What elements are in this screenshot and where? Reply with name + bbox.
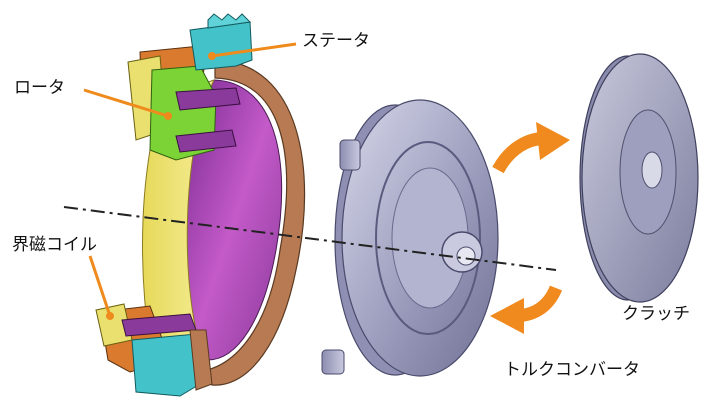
arrow-down-left-head	[490, 298, 524, 334]
stator-cyan-teeth	[207, 13, 252, 29]
purple-pole-2	[175, 129, 237, 153]
brown-block-bottom	[189, 329, 213, 391]
label-torque-converter: トルクコンバータ	[504, 360, 640, 380]
tc-hub-hole	[456, 246, 476, 266]
label-rotor: ロータ	[14, 78, 65, 98]
label-clutch: クラッチ	[622, 304, 690, 324]
tc-inner-ring	[375, 141, 481, 335]
leader-field-coil	[88, 255, 112, 317]
stator-cyan-bottom	[131, 333, 201, 397]
clutch	[579, 53, 699, 303]
leader-rotor-dot	[164, 112, 172, 120]
leader-stator	[211, 42, 297, 58]
purple-pole-1	[175, 87, 241, 111]
clutch-center	[641, 151, 663, 189]
ring-assembly	[95, 13, 306, 397]
tc-stud-bottom	[321, 349, 345, 375]
stator-cyan-top	[189, 21, 253, 71]
label-stator: ステータ	[302, 31, 370, 51]
leader-rotor	[83, 88, 169, 118]
leader-stator-dot	[208, 52, 216, 60]
arrow-up-right-head	[536, 122, 570, 160]
torque-converter	[321, 99, 499, 377]
rotation-axis	[63, 206, 557, 271]
label-field-coil: 界磁コイル	[12, 235, 97, 255]
tc-stud-top	[339, 139, 361, 171]
leader-field-coil-dot	[106, 312, 114, 320]
